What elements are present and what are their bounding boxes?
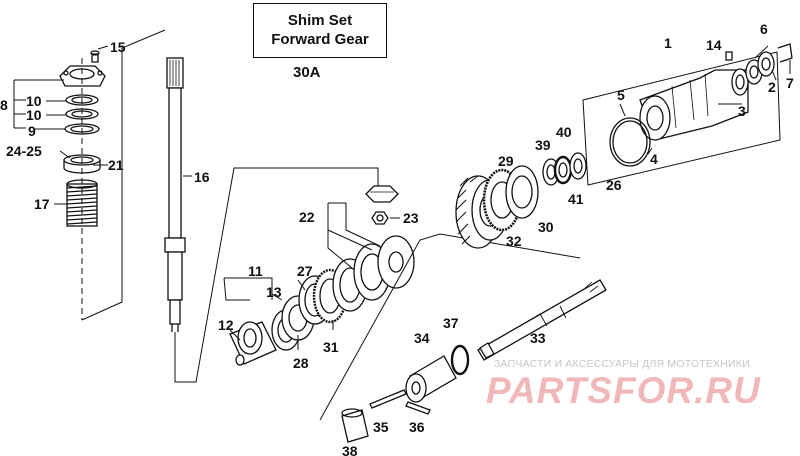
washer-set-39-41 xyxy=(542,152,587,186)
callout-5: 5 xyxy=(617,87,625,103)
callout-17: 17 xyxy=(34,196,50,212)
title-line-2: Forward Gear xyxy=(271,31,369,48)
callout-6: 6 xyxy=(760,21,768,37)
callout-labels: 1 2 3 4 5 6 7 8 9 10 10 11 12 13 14 15 1… xyxy=(0,21,794,456)
callout-12: 12 xyxy=(218,317,234,333)
callout-38: 38 xyxy=(342,443,358,456)
callout-23: 23 xyxy=(403,210,419,226)
callout-14: 14 xyxy=(706,37,722,53)
callout-32: 32 xyxy=(506,233,522,249)
callout-29: 29 xyxy=(498,153,514,169)
callout-37: 37 xyxy=(443,315,459,331)
watermark-logo: PARTSFOR.RU xyxy=(486,370,761,411)
callout-9: 9 xyxy=(28,123,36,139)
callout-22: 22 xyxy=(299,209,315,225)
bearing-housing-assembly xyxy=(13,45,109,320)
callout-27: 27 xyxy=(297,263,313,279)
callout-33: 33 xyxy=(530,330,546,346)
pinion-gear-22 xyxy=(365,185,400,225)
callout-41: 41 xyxy=(568,191,584,207)
watermark-tagline: ЗАПЧАСТИ И АКСЕССУАРЫ ДЛЯ МОТОТЕХНИКИ xyxy=(494,358,750,370)
shim-stack-left xyxy=(223,202,415,366)
gear-housing-assembly xyxy=(582,43,793,186)
callout-30: 30 xyxy=(538,219,554,235)
callout-16: 16 xyxy=(194,169,210,185)
section-code: 30A xyxy=(293,64,321,81)
callout-13: 13 xyxy=(266,284,282,300)
title-line-1: Shim Set xyxy=(287,12,353,29)
callout-3: 3 xyxy=(738,103,746,119)
callout-36: 36 xyxy=(409,419,425,435)
callout-4: 4 xyxy=(650,151,658,167)
callout-35: 35 xyxy=(373,419,389,435)
callout-31: 31 xyxy=(323,339,339,355)
callout-11: 11 xyxy=(248,263,263,279)
callout-15: 15 xyxy=(110,39,126,55)
callout-34: 34 xyxy=(414,330,430,346)
callout-8: 8 xyxy=(0,97,8,113)
dog-clutch-34 xyxy=(341,344,470,443)
callout-24-25: 24-25 xyxy=(6,143,42,159)
callout-26: 26 xyxy=(606,177,622,193)
callout-2: 2 xyxy=(768,79,776,95)
drive-shaft-16 xyxy=(164,57,192,332)
callout-7: 7 xyxy=(786,75,794,91)
callout-1: 1 xyxy=(664,35,672,51)
forward-gear-32 xyxy=(455,165,539,249)
callout-40: 40 xyxy=(556,124,572,140)
callout-28: 28 xyxy=(293,355,309,371)
shim-set-title-box: Shim Set Forward Gear xyxy=(253,3,387,58)
callout-10-upper: 10 xyxy=(26,93,42,109)
callout-10-lower: 10 xyxy=(26,107,42,123)
callout-21: 21 xyxy=(108,157,124,173)
callout-39: 39 xyxy=(535,137,551,153)
propeller-shaft-33 xyxy=(477,279,607,361)
